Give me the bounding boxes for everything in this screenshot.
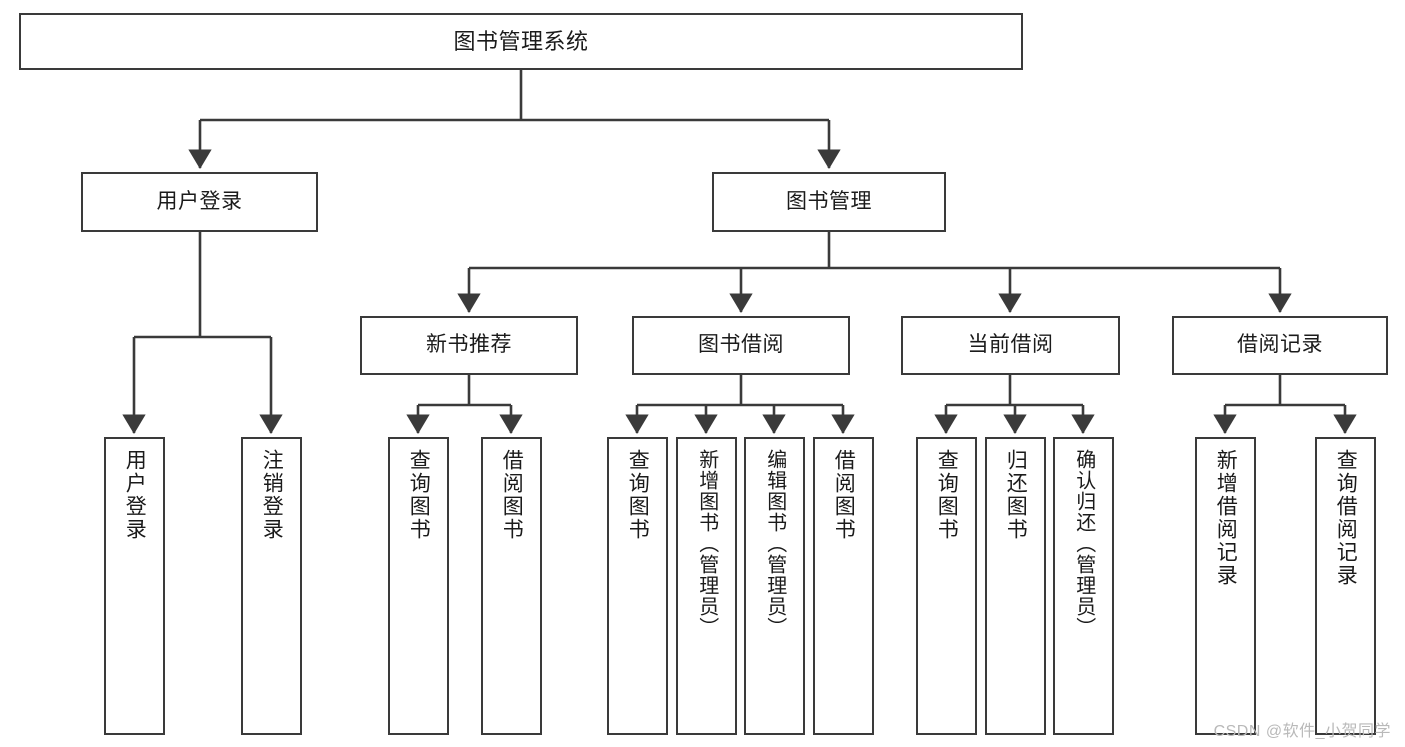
node-label: 图书借阅 <box>698 333 784 357</box>
node-current-borrowing[interactable]: 当前借阅 <box>901 316 1120 375</box>
node-label: 新增图书（管理员） <box>695 449 718 638</box>
leaf-query-book-new-book[interactable]: 查询图书 <box>388 437 449 735</box>
node-label: 查询图书 <box>626 449 650 541</box>
node-label: 查询图书 <box>935 449 959 541</box>
leaf-query-book-borrow[interactable]: 查询图书 <box>607 437 668 735</box>
node-label: 用户登录 <box>123 449 147 541</box>
node-label: 确认归还（管理员） <box>1072 449 1095 638</box>
node-label: 新增借阅记录 <box>1214 449 1238 587</box>
node-label: 借阅记录 <box>1237 333 1323 357</box>
leaf-add-book-admin[interactable]: 新增图书（管理员） <box>676 437 737 735</box>
node-book-borrowing[interactable]: 图书借阅 <box>632 316 850 375</box>
leaf-user-login[interactable]: 用户登录 <box>104 437 165 735</box>
leaf-logout[interactable]: 注销登录 <box>241 437 302 735</box>
node-user-login[interactable]: 用户登录 <box>81 172 318 232</box>
node-borrowing-record[interactable]: 借阅记录 <box>1172 316 1388 375</box>
node-book-management[interactable]: 图书管理 <box>712 172 946 232</box>
watermark-text: CSDN @软件_小贺同学 <box>1213 723 1391 740</box>
node-label: 借阅图书 <box>500 449 524 541</box>
leaf-query-book-current[interactable]: 查询图书 <box>916 437 977 735</box>
node-root-book-management-system[interactable]: 图书管理系统 <box>19 13 1023 70</box>
leaf-return-book[interactable]: 归还图书 <box>985 437 1046 735</box>
node-label: 用户登录 <box>156 189 243 213</box>
leaf-borrow-book-new-book[interactable]: 借阅图书 <box>481 437 542 735</box>
node-label: 查询借阅记录 <box>1334 449 1358 587</box>
node-label: 注销登录 <box>260 449 284 541</box>
leaf-borrow-book-borrow[interactable]: 借阅图书 <box>813 437 874 735</box>
node-label: 图书管理系统 <box>453 28 589 54</box>
leaf-query-borrow-record[interactable]: 查询借阅记录 <box>1315 437 1376 735</box>
leaf-confirm-return-admin[interactable]: 确认归还（管理员） <box>1053 437 1114 735</box>
node-label: 图书管理 <box>786 189 872 213</box>
node-new-book-recommendation[interactable]: 新书推荐 <box>360 316 578 375</box>
leaf-edit-book-admin[interactable]: 编辑图书（管理员） <box>744 437 805 735</box>
node-label: 归还图书 <box>1004 449 1028 541</box>
node-label: 新书推荐 <box>426 333 512 357</box>
node-label: 借阅图书 <box>832 449 856 541</box>
node-label: 编辑图书（管理员） <box>763 449 786 638</box>
node-label: 当前借阅 <box>967 333 1054 357</box>
node-label: 查询图书 <box>407 449 431 541</box>
leaf-add-borrow-record[interactable]: 新增借阅记录 <box>1195 437 1256 735</box>
